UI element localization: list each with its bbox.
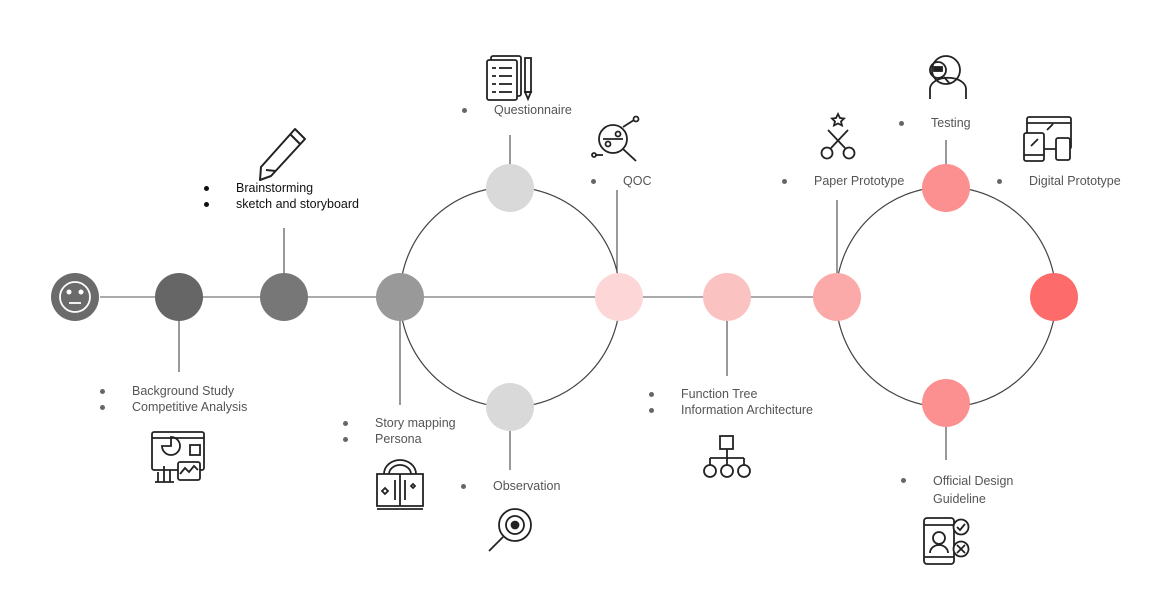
story-item: Story mapping <box>341 415 456 431</box>
function-label: Function Tree Information Architecture <box>647 386 813 418</box>
ideation-item: Brainstorming <box>202 180 359 196</box>
background-item: Competitive Analysis <box>98 399 247 415</box>
step-node <box>376 273 424 321</box>
paper-prototype-item: Paper Prototype <box>780 173 904 189</box>
story-label: Story mapping Persona <box>341 415 456 447</box>
function-item: Information Architecture <box>647 402 813 418</box>
ideation-item: sketch and storyboard <box>202 196 359 212</box>
ideation-label: Brainstorming sketch and storyboard <box>202 180 359 212</box>
guideline-item-continuation: Guideline <box>933 492 986 506</box>
step-node <box>703 273 751 321</box>
story-item: Persona <box>341 431 456 447</box>
step-node <box>922 379 970 427</box>
function-item: Function Tree <box>647 386 813 402</box>
step-node <box>260 273 308 321</box>
storybook-icon <box>376 459 424 510</box>
testing-label: Testing <box>897 115 971 131</box>
paper-prototype-label: Paper Prototype <box>780 173 904 189</box>
step-node <box>486 164 534 212</box>
step-node <box>1030 273 1078 321</box>
pencil-icon <box>259 128 306 181</box>
qoc-item: QOC <box>589 173 651 189</box>
neutral-face-icon <box>59 281 91 313</box>
background-label: Background Study Competitive Analysis <box>98 383 247 415</box>
step-node <box>155 273 203 321</box>
step-node <box>813 273 861 321</box>
step-node <box>595 273 643 321</box>
scissors-icon <box>820 111 856 160</box>
hierarchy-tree-icon <box>703 435 751 478</box>
qoc-label: QOC <box>589 173 651 189</box>
start-node <box>51 273 99 321</box>
digital-prototype-label: Digital Prototype <box>995 173 1121 189</box>
magnifier-analysis-icon <box>591 115 640 162</box>
observation-magnifier-icon <box>488 508 532 552</box>
step-node <box>922 164 970 212</box>
observation-item: Observation <box>459 478 560 494</box>
testing-item: Testing <box>897 115 971 131</box>
observation-label: Observation <box>459 478 560 494</box>
guideline-label: Official Design Guideline <box>899 472 1013 508</box>
questionnaire-document-icon <box>486 55 533 102</box>
tester-magnifier-icon <box>929 55 967 99</box>
digital-prototype-item: Digital Prototype <box>995 173 1121 189</box>
design-cycle <box>835 186 1057 408</box>
step-node <box>486 383 534 431</box>
dashboard-report-icon <box>151 431 205 483</box>
devices-icon <box>1023 116 1072 162</box>
mobile-approval-icon <box>923 517 970 565</box>
questionnaire-label: Questionnaire <box>460 102 572 118</box>
background-item: Background Study <box>98 383 247 399</box>
questionnaire-item: Questionnaire <box>460 102 572 118</box>
guideline-item: Official Design <box>899 472 1013 490</box>
